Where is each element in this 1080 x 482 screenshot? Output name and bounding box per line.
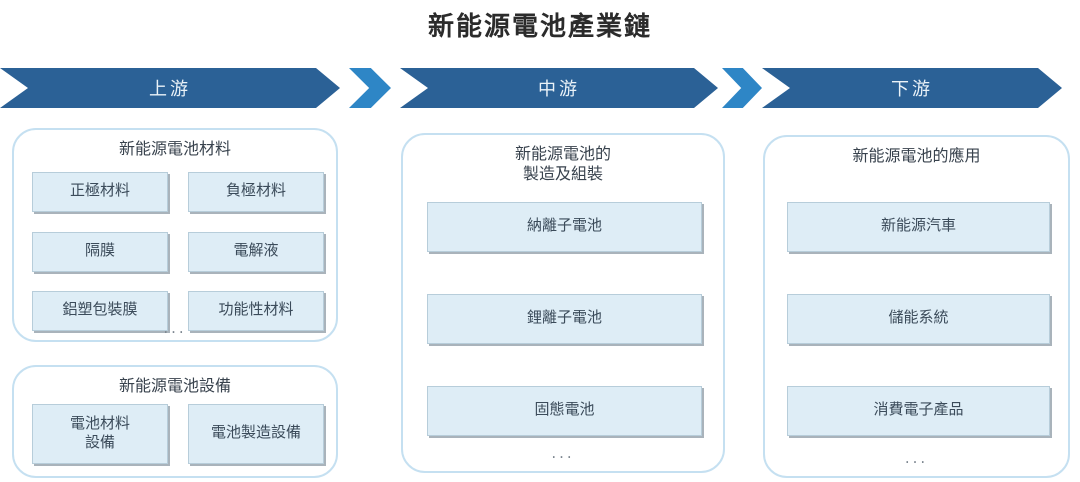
chevron-right-icon bbox=[722, 68, 762, 108]
node-aluminum-plastic-film: 鋁塑包裝膜 bbox=[32, 291, 168, 331]
node-new-energy-vehicles: 新能源汽車 bbox=[787, 202, 1050, 252]
ellipsis-more: ... bbox=[904, 449, 929, 467]
node-sodium-ion-battery: 納離子電池 bbox=[427, 202, 702, 252]
ellipsis-more: ... bbox=[551, 444, 575, 462]
node-lithium-ion-battery: 鋰離子電池 bbox=[427, 294, 702, 344]
chevron-right-icon bbox=[349, 68, 391, 108]
group-manufacturing-assembly: 新能源電池的 製造及組裝 納離子電池 鋰離子電池 固態電池 ... bbox=[401, 133, 725, 473]
stage-banner-downstream-label: 下游 bbox=[891, 79, 933, 99]
node-energy-storage-systems: 儲能系統 bbox=[787, 294, 1050, 344]
node-cathode-materials: 正極材料 bbox=[32, 172, 168, 212]
stage-banner-upstream-label: 上游 bbox=[149, 79, 191, 99]
stage-banner-midstream: 中游 bbox=[400, 68, 718, 108]
group-battery-equipment: 新能源電池設備 電池材料 設備 電池製造設備 bbox=[12, 365, 338, 478]
group-battery-materials: 新能源電池材料 正極材料 負極材料 隔膜 電解液 鋁塑包裝膜 功能性材料 ... bbox=[12, 128, 338, 342]
group-manufacturing-assembly-title: 新能源電池的 製造及組裝 bbox=[514, 146, 611, 183]
node-anode-materials: 負極材料 bbox=[188, 172, 324, 212]
ellipsis-more: ... bbox=[163, 319, 187, 337]
group-battery-materials-title: 新能源電池材料 bbox=[118, 141, 231, 158]
group-battery-applications-title: 新能源電池的應用 bbox=[852, 148, 981, 165]
page-title: 新能源電池產業鏈 bbox=[427, 11, 652, 41]
node-solid-state-battery: 固態電池 bbox=[427, 386, 702, 436]
node-consumer-electronics: 消費電子產品 bbox=[787, 386, 1050, 436]
stage-banner-upstream: 上游 bbox=[0, 68, 340, 108]
node-functional-materials: 功能性材料 bbox=[188, 291, 324, 331]
node-battery-material-equipment: 電池材料 設備 bbox=[32, 404, 168, 464]
node-battery-manufacturing-equipment: 電池製造設備 bbox=[188, 404, 324, 464]
group-battery-equipment-title: 新能源電池設備 bbox=[118, 378, 231, 395]
node-electrolyte: 電解液 bbox=[188, 232, 324, 272]
group-battery-applications: 新能源電池的應用 新能源汽車 儲能系統 消費電子產品 ... bbox=[763, 135, 1070, 478]
node-separator-membrane: 隔膜 bbox=[32, 232, 168, 272]
stage-banner-midstream-label: 中游 bbox=[538, 79, 580, 99]
stage-banner-downstream: 下游 bbox=[762, 68, 1062, 108]
